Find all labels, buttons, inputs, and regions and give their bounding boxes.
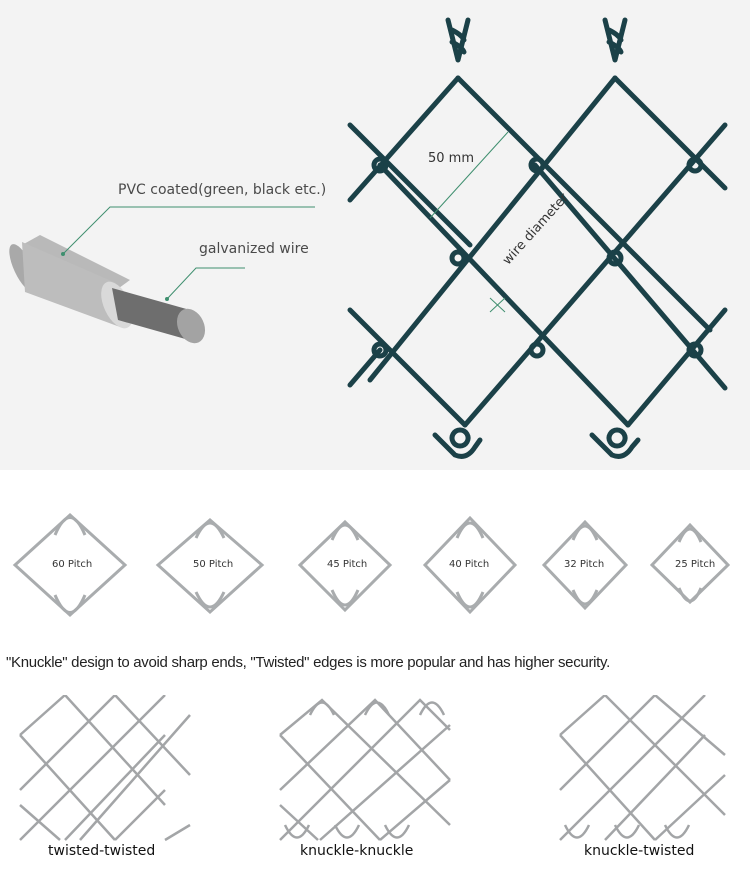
top-panel [0, 0, 750, 470]
wire-cross-section-illustration [9, 206, 315, 344]
chain-link-mesh-illustration [347, 17, 728, 459]
caption-text: "Knuckle" design to avoid sharp ends, "T… [6, 654, 611, 671]
edge-label-knuckle-knuckle: knuckle-knuckle [300, 843, 414, 859]
pitch-label-40: 40 Pitch [449, 559, 490, 570]
pitch-label-60: 60 Pitch [52, 559, 93, 570]
pitch-diagrams [12, 512, 731, 618]
edge-label-twisted-twisted: twisted-twisted [48, 843, 156, 859]
galvanized-wire-label: galvanized wire [199, 241, 309, 257]
pitch-label-32: 32 Pitch [564, 559, 605, 570]
pvc-coated-label: PVC coated(green, black etc.) [118, 182, 327, 198]
edge-type-diagrams [19, 695, 726, 842]
pitch-label-50: 50 Pitch [193, 559, 234, 570]
pitch-label-25: 25 Pitch [675, 559, 716, 570]
edge-label-knuckle-twisted: knuckle-twisted [584, 843, 695, 859]
pitch-label-45: 45 Pitch [327, 559, 368, 570]
mesh-size-label: 50 mm [428, 151, 475, 166]
